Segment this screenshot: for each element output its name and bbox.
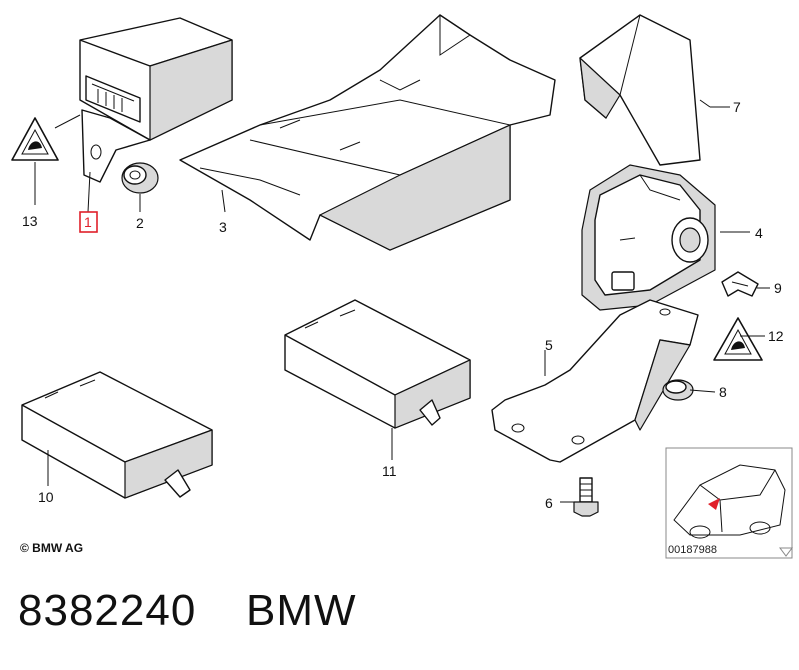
callout-12: 12 — [768, 328, 784, 344]
part-grommet-small — [662, 379, 694, 401]
callout-3: 3 — [219, 219, 227, 235]
copyright-text: © BMW AG — [20, 541, 83, 555]
part-clip — [721, 271, 759, 297]
part-number: 8382240 — [18, 586, 197, 635]
footer: 8382240 BMW — [0, 580, 799, 660]
callout-10: 10 — [38, 489, 54, 505]
leader-lines — [34, 99, 770, 503]
callout-9: 9 — [774, 280, 782, 296]
part-module-11 — [284, 299, 471, 429]
callout-1-highlight-box — [79, 211, 98, 233]
callout-7: 7 — [733, 99, 741, 115]
part-bracket — [491, 299, 699, 463]
callout-5: 5 — [545, 337, 553, 353]
part-bolt — [573, 477, 599, 517]
reference-number: 00187988 — [668, 544, 717, 556]
part-siren — [581, 164, 716, 311]
parts-diagram: 1 2 3 4 5 6 7 8 9 10 11 12 13 © BMW AG 0… — [11, 14, 793, 559]
part-cover-shield — [579, 14, 701, 166]
part-module-10 — [21, 371, 213, 499]
warning-label-13 — [11, 117, 59, 161]
callout-2: 2 — [136, 215, 144, 231]
callout-1: 1 — [84, 214, 92, 230]
part-grommet — [121, 162, 159, 194]
warning-label-12 — [713, 317, 763, 361]
part-control-unit — [79, 17, 233, 183]
callout-13: 13 — [22, 213, 38, 229]
callout-8: 8 — [719, 384, 727, 400]
car-thumbnail — [665, 447, 793, 559]
part-mounting-tray — [179, 14, 556, 251]
callout-4: 4 — [755, 225, 763, 241]
brand-name: BMW — [246, 586, 357, 635]
callout-6: 6 — [545, 495, 553, 511]
callout-11: 11 — [382, 463, 397, 479]
